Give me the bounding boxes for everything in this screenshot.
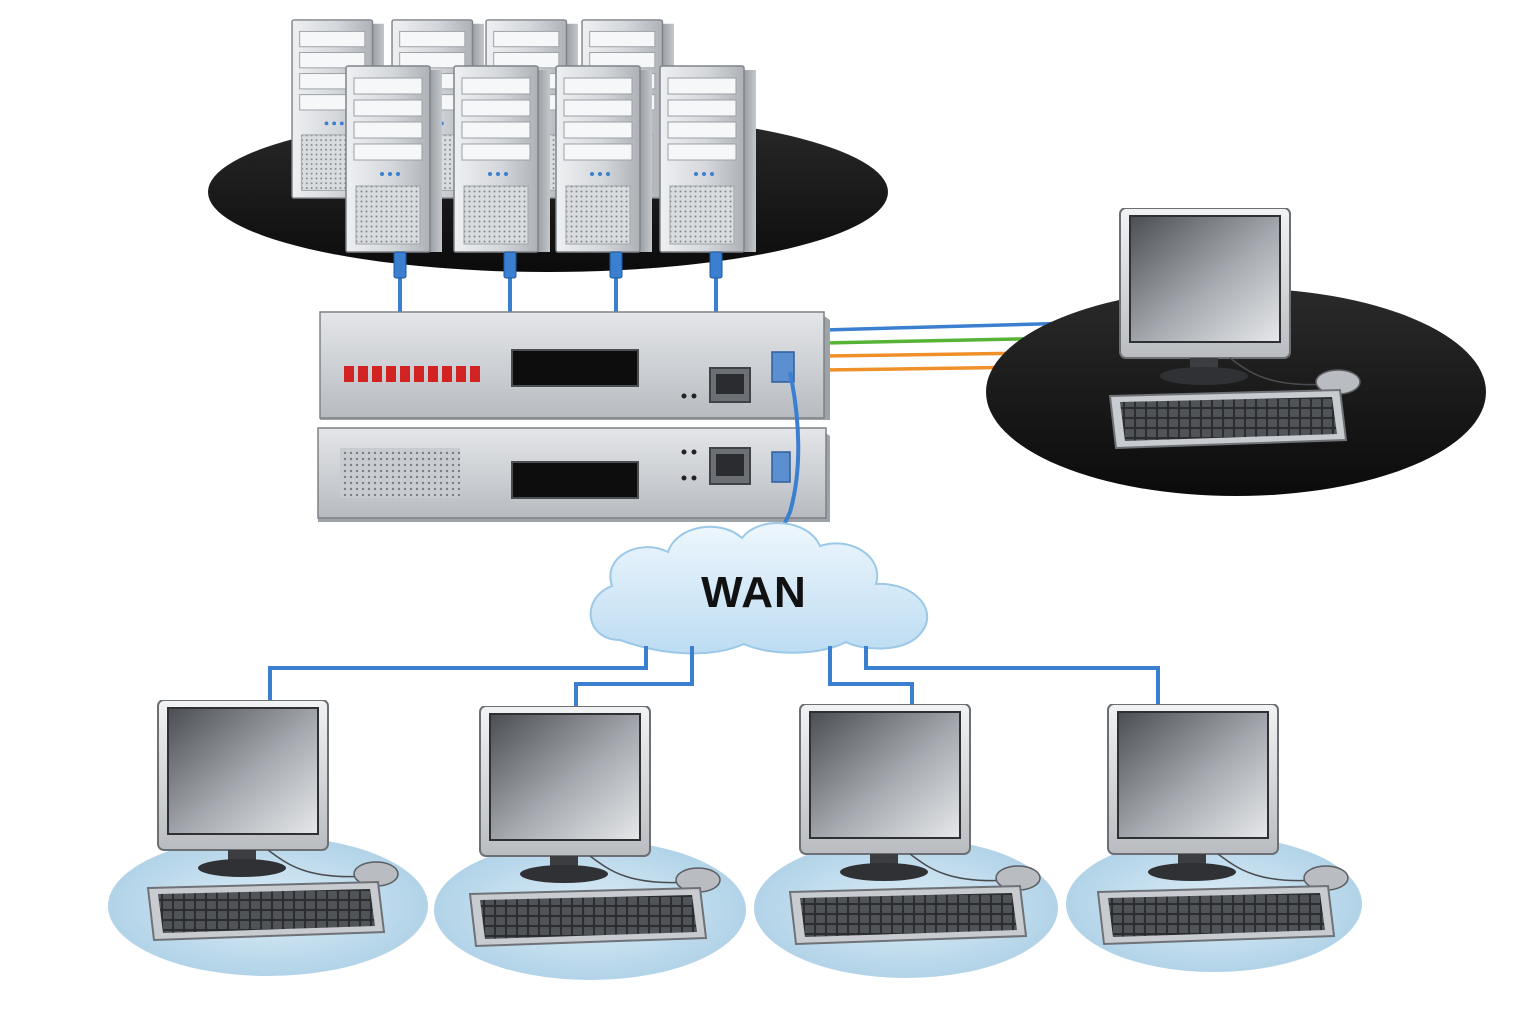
workstation-icon bbox=[789, 704, 1041, 945]
wan-cloud: WAN bbox=[589, 522, 929, 655]
client-cables bbox=[268, 646, 1160, 708]
network-switch-icon bbox=[317, 311, 830, 522]
server-tower-icon bbox=[453, 65, 551, 253]
switch-port-leds bbox=[344, 366, 480, 382]
server-tower-icon bbox=[659, 65, 757, 253]
server-cluster bbox=[291, 19, 757, 253]
server-tower-icon bbox=[555, 65, 653, 253]
workstation-icon bbox=[147, 700, 399, 941]
server-cable-plugs bbox=[393, 251, 723, 279]
workstation-icon bbox=[469, 706, 721, 947]
wan-label: WAN bbox=[701, 568, 807, 617]
workstation-icon bbox=[1097, 704, 1349, 945]
client-workstations bbox=[108, 700, 1362, 980]
server-tower-icon bbox=[345, 65, 443, 253]
